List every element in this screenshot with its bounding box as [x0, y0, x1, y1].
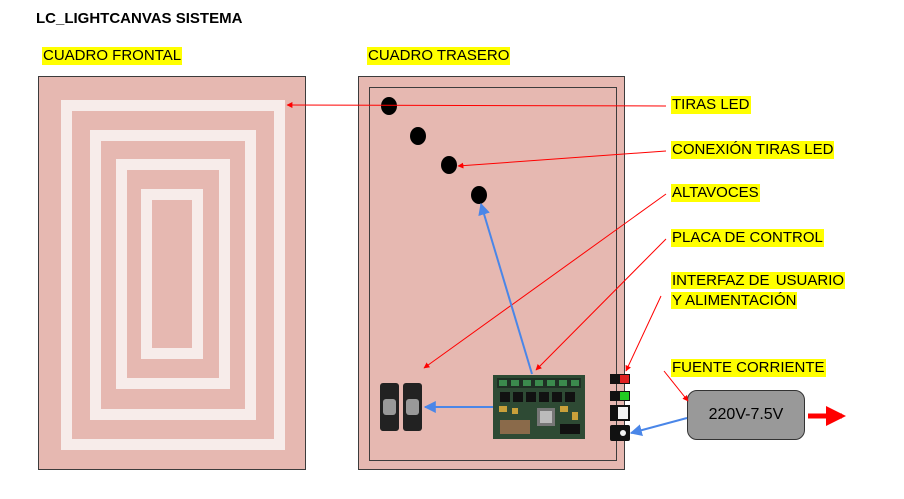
- label-placa-control: PLACA DE CONTROL: [671, 229, 824, 247]
- arrow-psu-to-interface: [629, 417, 688, 437]
- led-connector-hole-4: [471, 186, 487, 204]
- arrow-placa-control: [535, 238, 667, 371]
- led-strip-ring-3: [116, 159, 230, 389]
- rear-panel-inner-frame: [369, 87, 617, 461]
- arrow-board-to-connector: [478, 202, 533, 375]
- led-connector-hole-2: [410, 127, 426, 145]
- page-title: LC_LIGHTCANVAS SISTEMA: [36, 10, 243, 27]
- arrow-conexion-tiras: [457, 150, 667, 169]
- led-strip-ring-1: [61, 100, 285, 450]
- led-connector-hole-3: [441, 156, 457, 174]
- label-interfaz: INTERFAZ DE USUARIO Y ALIMENTACIÓN: [671, 271, 846, 311]
- power-supply: 220V-7.5V: [687, 390, 805, 440]
- interface-connectors: [610, 374, 630, 441]
- label-interfaz-line1b: USUARIO: [774, 272, 846, 289]
- speaker-right: [403, 383, 422, 431]
- label-interfaz-line2: Y ALIMENTACIÓN: [671, 292, 798, 309]
- led-strip-ring-4: [141, 189, 203, 359]
- label-fuente-corriente: FUENTE CORRIENTE: [671, 359, 826, 377]
- arrow-tiras-led: [286, 102, 667, 109]
- front-panel-label: CUADRO FRONTAL: [42, 47, 183, 65]
- label-tiras-led: TIRAS LED: [671, 96, 751, 114]
- arrow-fuente: [663, 370, 689, 402]
- front-panel: [38, 76, 306, 470]
- led-strip-ring-2: [90, 130, 256, 420]
- label-altavoces: ALTAVOCES: [671, 184, 760, 202]
- control-board: [493, 375, 585, 439]
- arrow-interfaz: [625, 295, 662, 372]
- power-supply-label: 220V-7.5V: [708, 406, 784, 423]
- led-connector-hole-1: [381, 97, 397, 115]
- label-interfaz-line1a: INTERFAZ DE: [671, 272, 775, 289]
- label-conexion-tiras-led: CONEXIÓN TIRAS LED: [671, 141, 835, 159]
- arrow-altavoces: [423, 193, 667, 369]
- rear-panel-label: CUADRO TRASERO: [367, 47, 511, 65]
- speaker-left: [380, 383, 399, 431]
